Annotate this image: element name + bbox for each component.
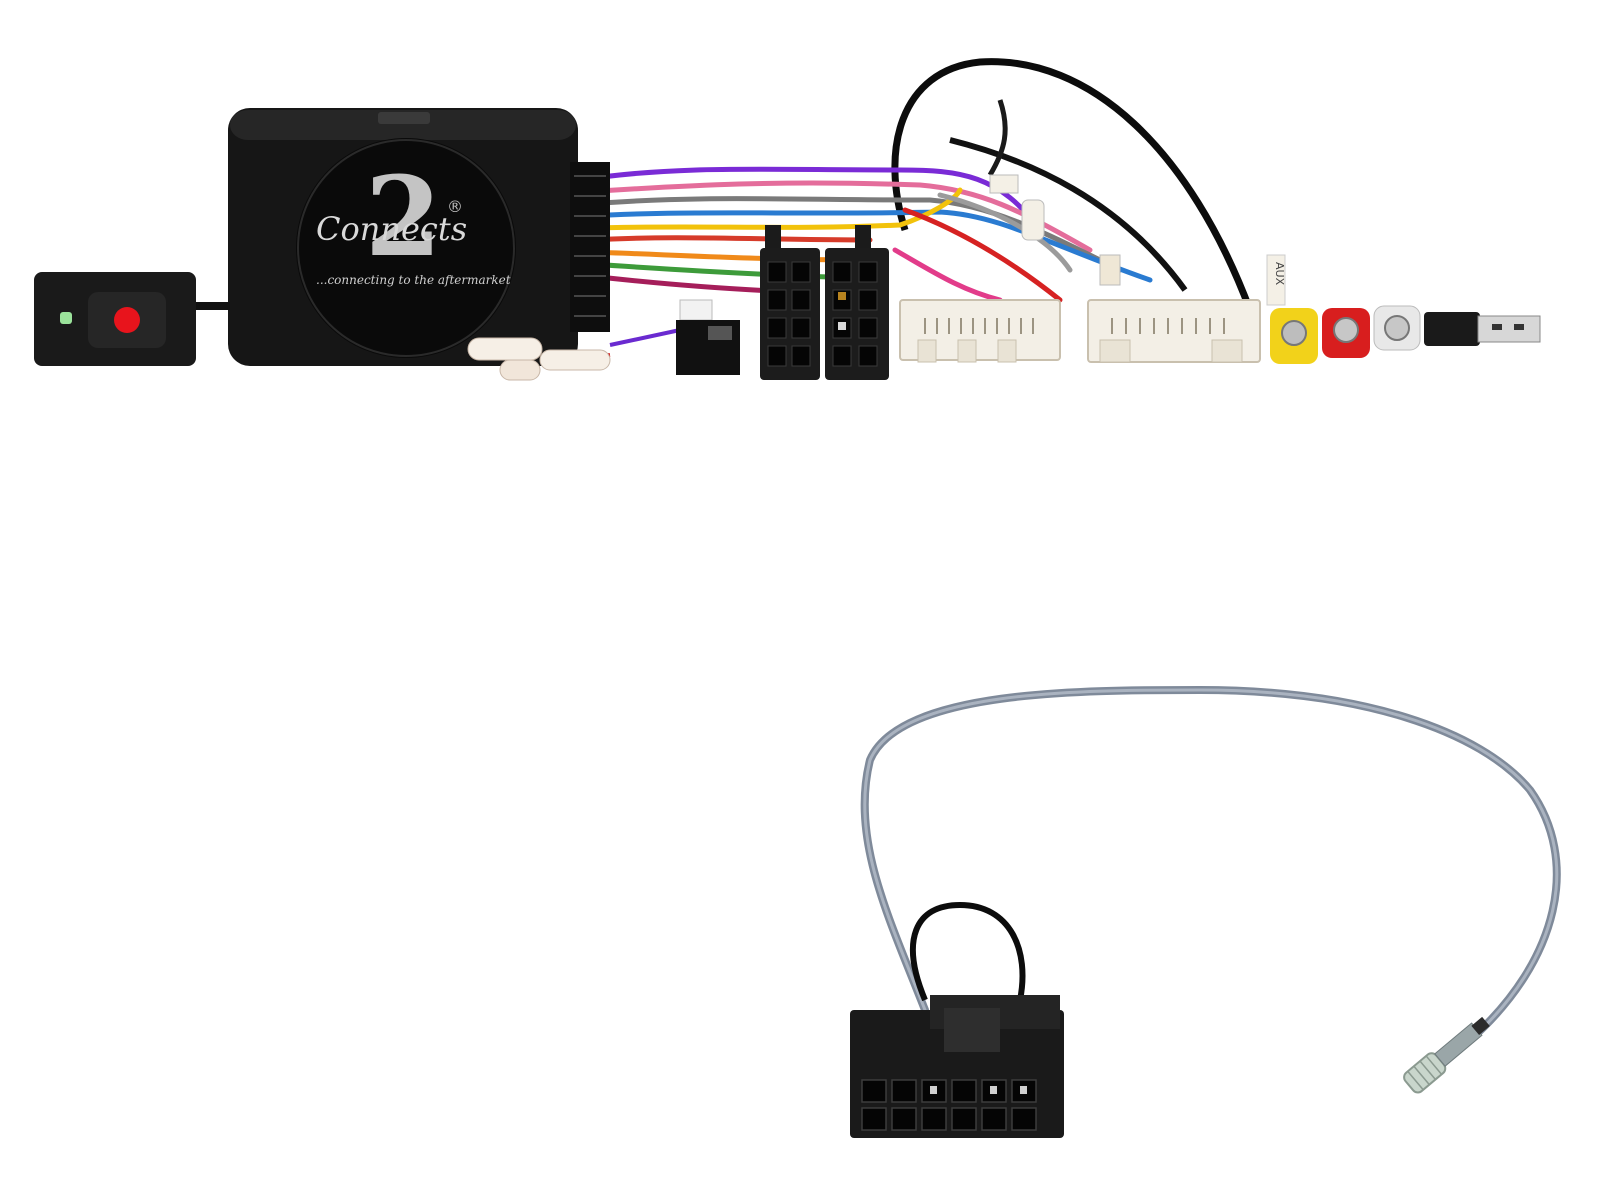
antenna-plug-icon: [1403, 1016, 1490, 1094]
iso-connector-icon: [825, 225, 889, 380]
patch-lead-connector-icon: [850, 995, 1064, 1138]
cable-highlight: [863, 688, 1559, 1042]
wire-tag: [1021, 199, 1045, 241]
led-remote-icon: [34, 272, 230, 366]
rca-plug-icon: [1270, 308, 1318, 364]
logo-registered-mark: ®: [447, 197, 463, 216]
logo-wordmark: Connects: [316, 210, 467, 248]
rca-plug-icon: [1373, 305, 1421, 351]
rca-plug-icon: [1322, 308, 1370, 358]
aux-label: AUX: [1273, 262, 1286, 286]
black-cable-loop: [891, 58, 1254, 312]
green-led: [60, 312, 72, 324]
iso-connector-icon: [760, 225, 820, 380]
logo-numeral: 2: [365, 152, 442, 281]
aux-label-tag: [1266, 254, 1286, 306]
vehicle-harness-connector-icon: [1087, 299, 1261, 363]
wire-tag: [989, 174, 1019, 194]
red-led: [114, 307, 140, 333]
steering-interface-harness: AUX 2 ® Connects ...connecting to the af…: [34, 58, 1541, 381]
black-loop-wire: [909, 901, 1026, 1002]
usb-plug-icon: [1424, 312, 1541, 346]
logo-tagline: ...connecting to the aftermarket: [316, 273, 511, 287]
vehicle-harness-connector-icon: [899, 299, 1061, 363]
black-cable-short: [987, 99, 1008, 177]
wire-tag: [1099, 254, 1121, 286]
small-black-connector: [676, 299, 740, 375]
antenna-patch-lead: [850, 685, 1561, 1138]
black-cable: [949, 137, 1188, 292]
brand-logo: 2 ® Connects ...connecting to the afterm…: [316, 152, 511, 287]
interface-module-icon: [228, 108, 610, 366]
bullet-connectors: [467, 328, 681, 381]
